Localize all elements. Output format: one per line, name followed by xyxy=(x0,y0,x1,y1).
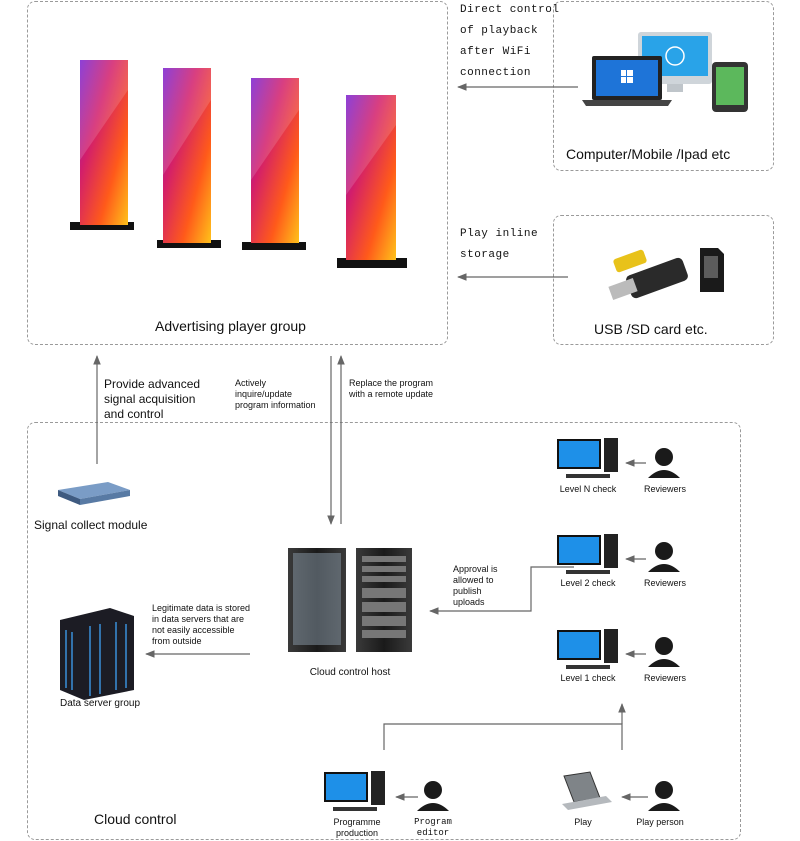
cloud-host-label: Cloud control host xyxy=(309,667,391,678)
reviewers-1: Reviewers xyxy=(643,673,686,683)
pc-level-1 xyxy=(557,629,618,669)
poster-player-2 xyxy=(157,68,221,248)
inquire-label: Actively inquire/update program informat… xyxy=(235,378,316,410)
program-editor-label: Program editor xyxy=(414,817,452,838)
storage-label: USB /SD card etc. xyxy=(594,321,708,337)
cloud-host-illustration xyxy=(288,548,412,652)
cloud-control-box xyxy=(27,422,741,840)
approval-label: Approval is allowed to publish uploads xyxy=(453,564,498,607)
laptop-play xyxy=(562,771,612,810)
level-1-check: Level 1 check xyxy=(560,673,616,683)
cloud-control-title: Cloud control xyxy=(94,811,177,827)
devices-box xyxy=(553,1,774,171)
poster-player-3 xyxy=(242,78,306,250)
usb-sd-illustration xyxy=(608,248,724,301)
devices-label: Computer/Mobile /Ipad etc xyxy=(566,146,731,162)
storage-note: Play inline storage xyxy=(460,228,539,261)
pc-production xyxy=(324,771,385,811)
storage-box xyxy=(553,215,774,345)
person-play xyxy=(648,781,680,811)
reviewers-2: Reviewers xyxy=(643,578,686,588)
reviewers-n: Reviewers xyxy=(643,484,686,494)
player-group-title: Advertising player group xyxy=(155,318,306,334)
signal-module-label: Signal collect module xyxy=(34,518,148,532)
poster-player-4 xyxy=(337,95,407,268)
signal-module-illustration xyxy=(58,482,130,505)
level-n-check: Level N check xyxy=(559,484,617,494)
play-label: Play xyxy=(574,817,592,827)
level-2-check: Level 2 check xyxy=(560,578,616,588)
devices-illustration xyxy=(582,32,748,112)
person-reviewer-1 xyxy=(648,637,680,667)
replace-label: Replace the program with a remote update xyxy=(349,378,434,399)
programme-production-label: Programme production xyxy=(333,817,381,838)
player-group-box xyxy=(27,1,448,345)
person-editor xyxy=(417,781,449,811)
pc-level-n xyxy=(557,438,618,478)
provide-label: Provide advanced signal acquisition and … xyxy=(104,377,201,421)
data-server-illustration xyxy=(60,608,134,700)
play-person-label: Play person xyxy=(636,817,684,827)
pc-level-2 xyxy=(557,534,618,574)
legitimate-data-label: Legitimate data is stored in data server… xyxy=(152,603,251,646)
devices-note: Direct control of playback after WiFi co… xyxy=(460,4,560,79)
person-reviewer-2 xyxy=(648,542,680,572)
data-servers-label: Data server group xyxy=(59,698,141,709)
person-reviewer-n xyxy=(648,448,680,478)
poster-player-1 xyxy=(70,60,134,230)
